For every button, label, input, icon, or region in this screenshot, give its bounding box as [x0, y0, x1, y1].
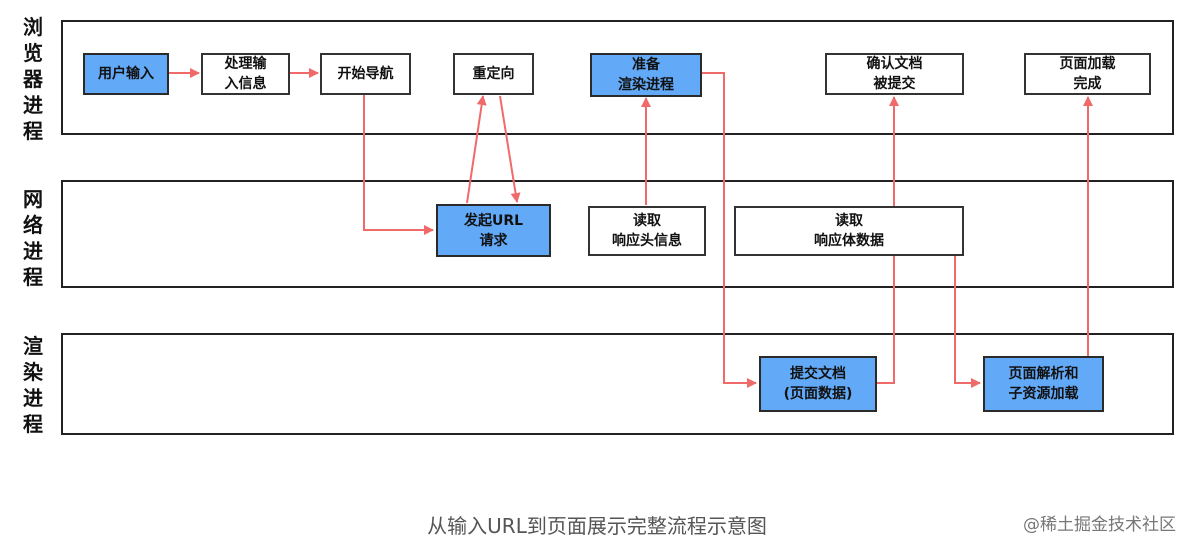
commit-document-node: 提交文档 (页面数据) [759, 356, 877, 412]
send-url-request-node: 发起URL 请求 [436, 204, 551, 257]
process-input-node: 处理输 入信息 [201, 53, 290, 95]
user-input-node: 用户输入 [83, 53, 169, 95]
confirm-document-committed-node: 确认文档 被提交 [825, 53, 964, 95]
diagram-caption: 从输入URL到页面展示完整流程示意图 [427, 514, 767, 538]
parse-page-load-subresources-node: 页面解析和 子资源加载 [983, 356, 1104, 412]
start-navigation-node: 开始导航 [320, 53, 411, 95]
network-process-label: 网 络 进 程 [23, 187, 43, 289]
watermark: @稀土掘金技术社区 [1023, 515, 1176, 535]
page-load-complete-node: 页面加载 完成 [1024, 53, 1151, 95]
read-response-body-node: 读取 响应体数据 [734, 206, 964, 256]
redirect-node: 重定向 [453, 53, 534, 95]
prepare-render-process-node: 准备 渲染进程 [590, 53, 702, 97]
read-response-header-node: 读取 响应头信息 [588, 206, 706, 256]
browser-process-label: 浏 览 器 进 程 [23, 15, 43, 143]
render-process-label: 渲 染 进 程 [23, 334, 43, 436]
